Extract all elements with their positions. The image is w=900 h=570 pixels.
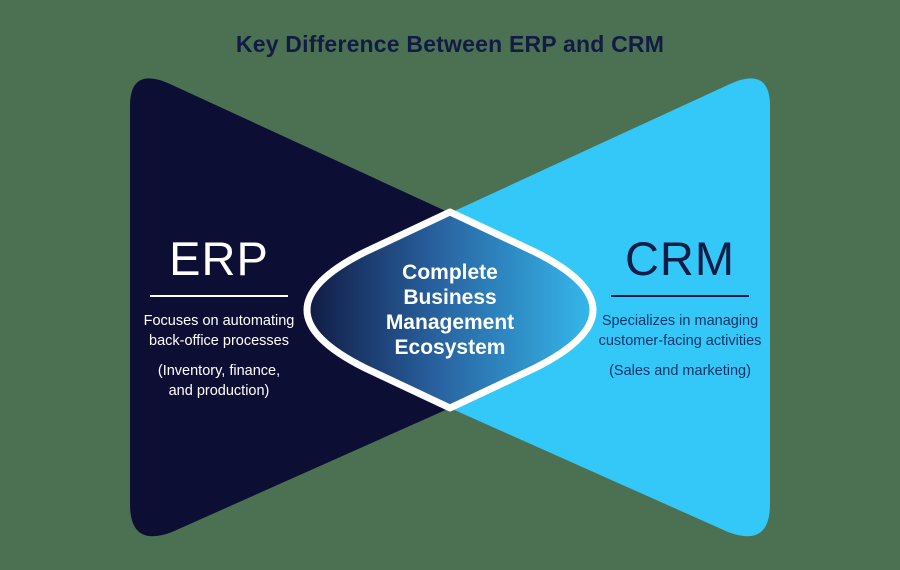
- diagram-title: Key Difference Between ERP and CRM: [235, 31, 665, 57]
- crm-description: Specializes in managing customer-facing …: [570, 311, 790, 351]
- text-line: Focuses on automating: [143, 313, 295, 329]
- erp-divider: [150, 295, 288, 297]
- text-line: back-office processes: [149, 333, 289, 349]
- text-line: (Sales and marketing): [609, 363, 751, 379]
- text-line: and production): [168, 383, 270, 399]
- text-line: customer-facing activities: [598, 333, 762, 349]
- crm-section: CRM Specializes in managing customer-fac…: [570, 234, 790, 381]
- erp-section: ERP Focuses on automating back-office pr…: [109, 234, 329, 401]
- text-line: Business: [403, 286, 497, 309]
- text-line: Complete: [402, 261, 498, 284]
- text-line: Management: [385, 311, 515, 334]
- erp-heading: ERP: [169, 232, 269, 285]
- text-line: (Inventory, finance,: [157, 363, 281, 379]
- crm-heading: CRM: [624, 232, 736, 285]
- text-line: Specializes in managing: [601, 313, 759, 329]
- crm-divider: [611, 295, 749, 297]
- crm-note: (Sales and marketing): [570, 361, 790, 381]
- crm-arrow-shape: [450, 78, 770, 537]
- erp-description: Focuses on automating back-office proces…: [109, 311, 329, 351]
- center-diamond-shape: [303, 208, 597, 412]
- center-ecosystem-label: Complete Business Management Ecosystem: [330, 260, 570, 360]
- erp-note: (Inventory, finance, and production): [109, 361, 329, 401]
- erp-arrow-shape: [130, 78, 450, 537]
- text-line: Ecosystem: [394, 336, 506, 359]
